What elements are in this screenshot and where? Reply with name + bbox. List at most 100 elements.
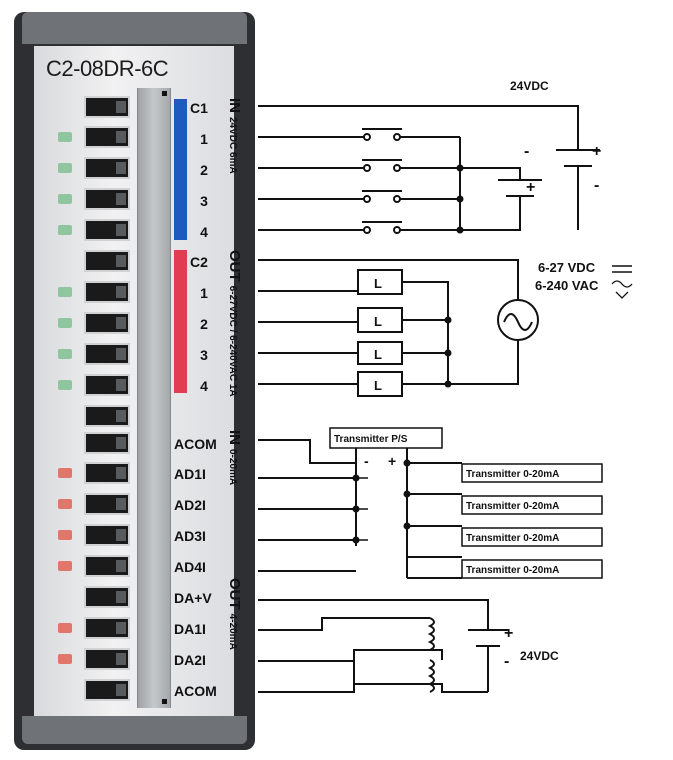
junction-dot <box>456 164 464 172</box>
terminal-label-ad2i: AD2I <box>174 497 206 513</box>
load-1 <box>357 269 403 295</box>
terminal-block-dav <box>84 586 130 608</box>
led-in4 <box>58 225 72 235</box>
terminal-label-acom: ACOM <box>174 436 217 452</box>
led-ad3i <box>58 530 72 540</box>
terminal-block-ad4i <box>84 555 130 577</box>
terminal-block-in4 <box>84 219 130 241</box>
transmitter-ps-box <box>329 427 443 449</box>
terminal-label-dav: DA+V <box>174 590 212 606</box>
led-da1i <box>58 623 72 633</box>
plc-module <box>14 12 255 750</box>
terminal-block-ad2i <box>84 493 130 515</box>
battery2-plus: + <box>592 143 601 160</box>
led-out1 <box>58 287 72 297</box>
terminal-label-ad3i: AD3I <box>174 528 206 544</box>
terminal-block-acom <box>84 432 130 454</box>
load-2-label: L <box>374 314 382 329</box>
transmitter-ps-minus: - <box>364 453 369 469</box>
terminal-block-in3 <box>84 188 130 210</box>
output-wiring <box>258 259 539 397</box>
terminal-label-out4: 4 <box>200 378 208 394</box>
transmitter-4-label: Transmitter 0-20mA <box>466 565 559 576</box>
terminal-block-out2 <box>84 312 130 334</box>
transmitter-3-label: Transmitter 0-20mA <box>466 533 559 544</box>
transmitter-4 <box>461 559 603 579</box>
terminal-block-acom-out <box>84 679 130 701</box>
battery-plus: + <box>526 179 535 196</box>
terminal-label-out1: 1 <box>200 285 208 301</box>
strip-marker-top <box>162 91 167 96</box>
module-bottom-cap <box>22 716 247 744</box>
load-2 <box>357 307 403 333</box>
led-da2i <box>58 654 72 664</box>
junction-dot <box>444 380 452 388</box>
analog-output-wiring <box>258 599 508 693</box>
led-ad4i <box>58 561 72 571</box>
junction-dot <box>444 316 452 324</box>
output-supply-ac-label: 6-240 VAC <box>535 278 599 293</box>
terminal-block-c2 <box>84 250 130 272</box>
analog-supply-label: 24VDC <box>520 649 559 663</box>
terminal-label-c1: C1 <box>190 100 208 116</box>
input-wiring <box>258 105 600 234</box>
input-supply-label: 24VDC <box>510 79 549 93</box>
analog-supply-minus: - <box>504 653 509 670</box>
led-ad1i <box>58 468 72 478</box>
transmitter-3 <box>461 527 603 547</box>
transmitter-2 <box>461 495 603 515</box>
load-4 <box>357 371 403 397</box>
junction-dot <box>456 195 464 203</box>
terminal-label-da2i: DA2I <box>174 652 206 668</box>
terminal-block-blank <box>84 405 130 427</box>
terminal-label-in2: 2 <box>200 162 208 178</box>
terminal-label-ad1i: AD1I <box>174 466 206 482</box>
output-section-bar <box>174 250 187 393</box>
led-in2 <box>58 163 72 173</box>
led-out4 <box>58 380 72 390</box>
dc-symbol-icon <box>612 265 632 273</box>
terminal-block-ad3i <box>84 524 130 546</box>
led-in3 <box>58 194 72 204</box>
input-switches <box>360 128 460 234</box>
terminal-label-c2: C2 <box>190 254 208 270</box>
load-1-label: L <box>374 276 382 291</box>
battery-minus: - <box>524 143 529 160</box>
terminal-block-in1 <box>84 126 130 148</box>
input-section-bar <box>174 99 187 240</box>
terminal-block-da1i <box>84 617 130 639</box>
output-supply-dc-label: 6-27 VDC <box>538 260 596 275</box>
terminal-block-out3 <box>84 343 130 365</box>
transmitter-ps-label: Transmitter P/S <box>334 434 408 445</box>
terminal-label-in1: 1 <box>200 131 208 147</box>
load-coil-2-icon <box>427 659 435 693</box>
junction-dot <box>444 349 452 357</box>
terminal-block-c1 <box>84 96 130 118</box>
terminal-label-acom-out: ACOM <box>174 683 217 699</box>
led-ad2i <box>58 499 72 509</box>
analog-input-wiring <box>258 427 603 579</box>
led-out3 <box>58 349 72 359</box>
module-model-label: C2-08DR-6C <box>46 56 169 81</box>
transmitter-1-label: Transmitter 0-20mA <box>466 469 559 480</box>
led-out2 <box>58 318 72 328</box>
terminal-strip <box>137 88 171 708</box>
terminal-label-ad4i: AD4I <box>174 559 206 575</box>
analog-supply-plus: + <box>504 625 513 642</box>
terminal-label-da1i: DA1I <box>174 621 206 637</box>
terminal-block-out4 <box>84 374 130 396</box>
battery2-minus: - <box>594 177 599 194</box>
strip-marker-bottom <box>162 699 167 704</box>
load-coil-1-icon <box>427 617 435 651</box>
transmitter-ps-plus: + <box>388 453 396 469</box>
terminal-block-in2 <box>84 157 130 179</box>
transmitter-1 <box>461 463 603 483</box>
load-3-label: L <box>374 347 382 362</box>
ac-symbol-icon <box>611 280 633 299</box>
terminal-block-da2i <box>84 648 130 670</box>
module-top-cap <box>22 12 247 44</box>
transmitter-2-label: Transmitter 0-20mA <box>466 501 559 512</box>
terminal-label-in4: 4 <box>200 224 208 240</box>
